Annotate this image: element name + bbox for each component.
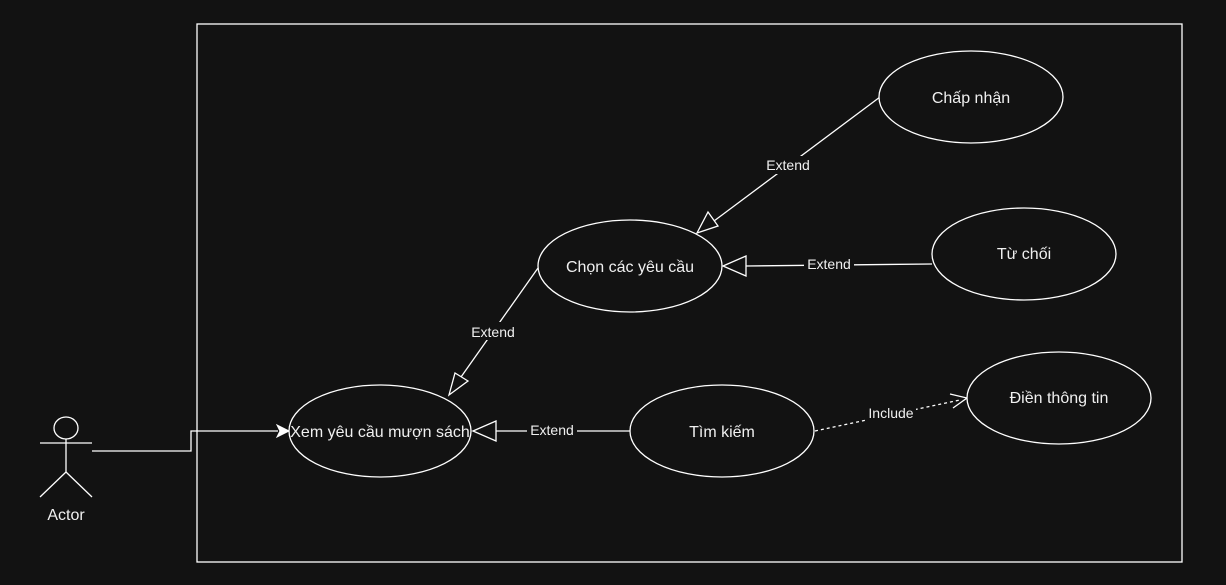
use-case-label: Chọn các yêu cầu: [566, 259, 694, 276]
relation-search-extends-view: Extend: [471, 420, 630, 442]
use-case-shape: [288, 384, 472, 478]
use-case-label: Chấp nhận: [932, 90, 1010, 107]
hollow-arrowhead: [447, 371, 470, 397]
use-case-fill-info[interactable]: Điền thông tin: [966, 351, 1152, 445]
relation-label: Extend: [807, 256, 851, 272]
use-case-shape: [629, 384, 815, 478]
use-case-label: Từ chối: [997, 246, 1051, 263]
use-case-shape: [537, 219, 723, 313]
actor[interactable]: Actor: [39, 416, 93, 524]
label-background: [527, 422, 577, 439]
actor-label: Actor: [47, 507, 85, 524]
hollow-arrowhead: [471, 420, 497, 442]
use-case-shape: [966, 351, 1152, 445]
association-arrowhead: [275, 423, 291, 439]
use-case-view-requests[interactable]: Xem yêu cầu mượn sách: [288, 384, 472, 478]
hollow-arrowhead: [695, 210, 720, 235]
use-case-shape: [878, 50, 1064, 144]
relation-reject-extends-select: Extend: [721, 255, 933, 277]
label-background: [468, 322, 518, 340]
use-case-search[interactable]: Tìm kiếm: [629, 384, 815, 478]
relation-search-includes-fill: Include: [814, 393, 969, 432]
relation-accept-extends-select: Extend: [695, 96, 881, 235]
relation-label: Extend: [530, 422, 574, 438]
label-background: [763, 156, 813, 174]
actor-left-leg: [39, 471, 67, 498]
use-case-label: Tìm kiếm: [689, 424, 755, 441]
use-case-label: Điền thông tin: [1010, 390, 1109, 407]
system-boundary: [196, 23, 1183, 563]
relation-label: Include: [868, 405, 913, 421]
association-line: [92, 430, 278, 452]
label-background: [804, 256, 854, 273]
use-case-shape: [931, 207, 1117, 301]
relation-label: Extend: [471, 324, 515, 340]
actor-head: [53, 416, 79, 440]
label-background: [866, 405, 916, 422]
use-case-accept[interactable]: Chấp nhận: [878, 50, 1064, 144]
use-case-label: Xem yêu cầu mượn sách: [290, 424, 470, 441]
association-actor-view: [92, 423, 291, 452]
use-case-select-requests[interactable]: Chọn các yêu cầu: [537, 219, 723, 313]
use-case-reject[interactable]: Từ chối: [931, 207, 1117, 301]
relation-select-extends-view: Extend: [447, 267, 539, 397]
actor-right-leg: [65, 471, 93, 498]
hollow-arrowhead: [721, 255, 747, 277]
relation-label: Extend: [766, 157, 810, 173]
